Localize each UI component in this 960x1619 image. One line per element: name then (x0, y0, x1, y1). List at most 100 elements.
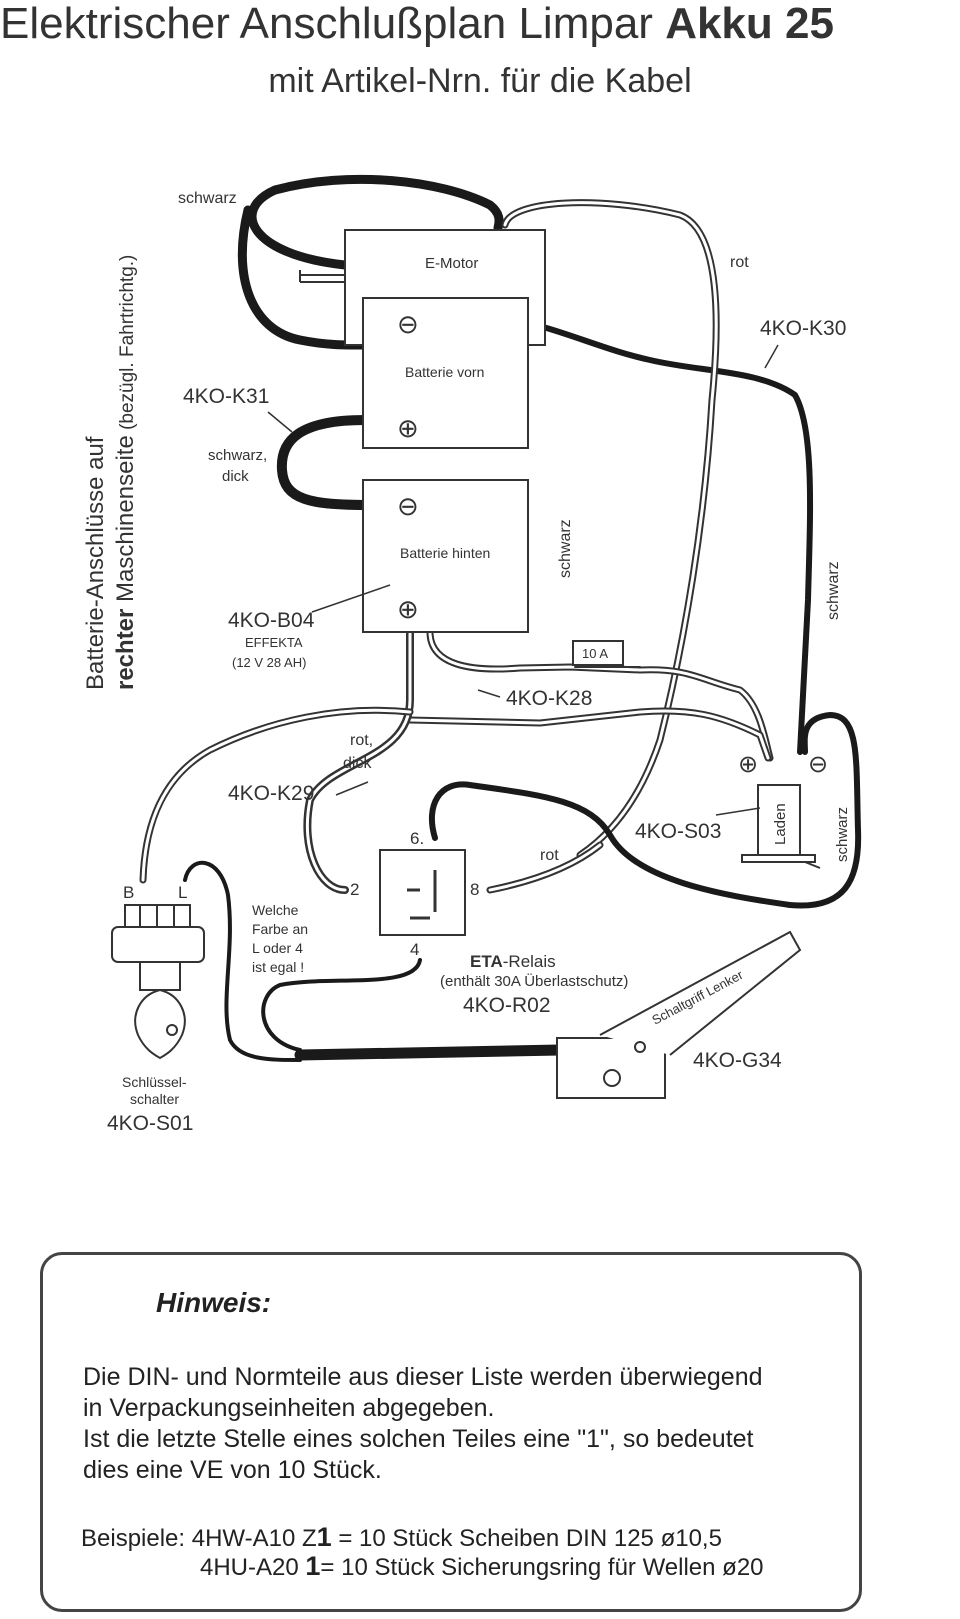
example2-text: = 10 Stück Sicherungsring für Wellen (320, 1554, 723, 1581)
relay-pin-6: 6. (410, 829, 424, 848)
example-row-2: 4HU-A20 1= 10 Stück Sicherungsring für W… (200, 1551, 764, 1582)
battery-front: ⊖ ⊕ Batterie vorn (362, 297, 529, 449)
label-welche-2: Farbe an (252, 921, 308, 937)
leader-k28 (477, 689, 501, 698)
example1-code: 4HW-A10 Z (191, 1525, 317, 1552)
leader-k29 (335, 781, 369, 796)
label-schwarz-charge: schwarz (834, 807, 851, 862)
page-title: Elektrischer Anschlußplan Limpar Akku 25 (0, 0, 960, 48)
lever-hole-1 (634, 1041, 646, 1053)
charge-tab (804, 861, 821, 869)
battery-rear-label: Batterie hinten (400, 545, 490, 561)
label-rot-dick-1: rot, (350, 732, 373, 749)
example2-size: ø20 (722, 1554, 764, 1581)
battery-rear: ⊖ ⊕ Batterie hinten (362, 479, 529, 633)
e-motor-label: E-Motor (425, 255, 478, 272)
leader-battery (311, 584, 391, 613)
relay-pin-8: 8 (470, 880, 479, 899)
relay-note: (enthält 30A Überlastschutz) (440, 972, 628, 990)
label-welche-4: ist egal ! (252, 959, 304, 975)
lever-arm (599, 930, 802, 1056)
relay-name: ETA-Relais (470, 952, 556, 971)
examples-label: Beispiele: (81, 1525, 186, 1552)
relay-name-rest: -Relais (503, 952, 556, 971)
label-k30: 4KO-K30 (760, 317, 846, 340)
charge-code: 4KO-S03 (635, 820, 721, 843)
label-schwarz-vertical-1: schwarz (557, 519, 574, 578)
wire-k31 (276, 415, 375, 510)
battery-front-minus-icon: ⊖ (397, 309, 419, 339)
note-box: Hinweis: Die DIN- und Normteile aus dies… (40, 1252, 862, 1612)
charge-socket: Laden ⊕ ⊖ 4KO-S03 (635, 751, 828, 869)
label-rot-top: rot (730, 254, 749, 271)
wire-schwarz-relay (428, 712, 862, 909)
label-schwarz-vertical-2: schwarz (825, 561, 842, 620)
battery-front-plus-icon: ⊕ (397, 413, 419, 443)
label-schwarz-dick-1: schwarz, (208, 447, 267, 464)
title-plain: Elektrischer Anschlußplan Limpar (0, 0, 666, 48)
wire-relay-4 (261, 958, 422, 1052)
battery-rear-plus-icon: ⊕ (397, 594, 419, 624)
wire-k28-inner (428, 630, 772, 760)
wire-rot-motor-inner (503, 201, 718, 857)
battery-rear-minus-icon: ⊖ (397, 491, 419, 521)
relay-symbol (407, 870, 437, 920)
relay-pin-2: 2 (350, 880, 359, 899)
charge-base (741, 854, 816, 863)
label-rot-dick-2: dick (343, 755, 372, 772)
example1-digit: 1 (316, 1522, 332, 1552)
charge-label: Laden (772, 803, 789, 845)
side-text-2: rechter Maschinenseite (bezügl. Fahrtric… (112, 255, 139, 690)
side-text-2-bold: rechter (112, 609, 139, 690)
key-icon (134, 988, 186, 1060)
motor-shaft (299, 270, 345, 283)
example2-digit: 1 (305, 1551, 321, 1581)
lever-hole-2 (603, 1069, 621, 1087)
label-battery-code: 4KO-B04 (228, 609, 315, 632)
wire-k29-inner (305, 630, 412, 892)
key-switch-body (111, 926, 205, 963)
leader-charge (715, 807, 761, 816)
label-k28: 4KO-K28 (506, 687, 592, 710)
label-rot-relay: rot (540, 847, 559, 864)
label-schwarz-dick-2: dick (222, 468, 249, 485)
fuse-label: 10 A (582, 646, 608, 661)
charge-plus-icon: ⊕ (738, 751, 758, 778)
wire-rot-horizontal-inner (408, 709, 770, 760)
relay-code: 4KO-R02 (463, 994, 551, 1017)
charge-box (757, 784, 801, 856)
relay-box (379, 849, 466, 936)
page-subtitle: mit Artikel-Nrn. für die Kabel (268, 62, 692, 100)
lever-code: 4KO-G34 (693, 1049, 782, 1072)
wire-schwarz-top (247, 174, 504, 270)
relay-name-bold: ETA (470, 952, 503, 971)
example-row-1: Beispiele: 4HW-A10 Z1 = 10 Stück Scheibe… (81, 1522, 722, 1553)
lever-switch: Schaltgriff Lenker 4KO-G34 (556, 930, 802, 1099)
battery-front-label: Batterie vorn (405, 364, 484, 380)
key-switch-label-2: schalter (130, 1091, 179, 1107)
relay-pin-4: 4 (410, 940, 419, 959)
example2-code: 4HU-A20 (200, 1554, 306, 1581)
fuse: 10 A (572, 640, 624, 666)
label-k29: 4KO-K29 (228, 782, 314, 805)
label-battery-brand: EFFEKTA (245, 635, 303, 650)
charge-minus-icon: ⊖ (808, 751, 828, 778)
label-schwarz-top: schwarz (178, 190, 237, 207)
key-label-b: B (123, 883, 134, 902)
battery-front-box (362, 297, 529, 449)
note-line-2: in Verpackungseinheiten abgegeben. (83, 1394, 495, 1422)
key-switch-terminal-lines (139, 905, 175, 927)
title-bold: Akku 25 (665, 0, 834, 48)
wire-lever (294, 1044, 566, 1061)
wire-key-b-inner (141, 708, 412, 882)
side-text-1: Batterie-Anschlüsse auf (82, 436, 109, 690)
note-line-3: Ist die letzte Stelle eines solchen Teil… (83, 1425, 754, 1453)
eta-relay: 6. 2 8 4 (350, 829, 479, 959)
key-switch: B L Schlüssel- schalter 4KO-S01 (107, 883, 205, 1135)
key-hole (166, 1024, 178, 1036)
label-welche-3: L oder 4 (252, 940, 303, 956)
label-battery-spec: (12 V 28 AH) (232, 655, 306, 670)
example1-text: = 10 Stück Scheiben DIN 125 (331, 1525, 661, 1552)
fuse-box (572, 640, 624, 666)
